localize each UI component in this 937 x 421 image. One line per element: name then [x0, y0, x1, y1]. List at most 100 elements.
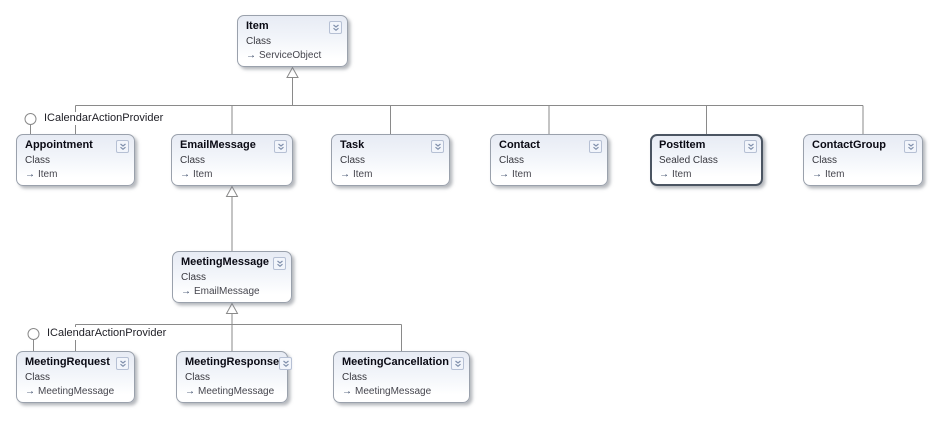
base-class-row: →MeetingMessage: [342, 385, 464, 398]
collapse-button[interactable]: [451, 357, 464, 370]
class-node-task[interactable]: Task Class →Item: [331, 134, 450, 186]
double-chevron-down-icon: [119, 143, 126, 150]
inherits-arrow-icon: →: [185, 386, 195, 397]
double-chevron-down-icon: [277, 143, 284, 150]
inherits-arrow-icon: →: [659, 169, 669, 180]
inherits-arrow-icon: →: [340, 169, 350, 180]
collapse-button[interactable]: [904, 140, 917, 153]
collapse-button[interactable]: [274, 140, 287, 153]
double-chevron-down-icon: [907, 143, 914, 150]
double-chevron-down-icon: [119, 360, 126, 367]
node-header: PostItem: [659, 139, 757, 153]
base-class-name: ServiceObject: [259, 50, 322, 61]
class-name: PostItem: [659, 139, 706, 151]
double-chevron-down-icon: [454, 360, 461, 367]
class-node-emailmessage[interactable]: EmailMessage Class →Item: [171, 134, 293, 186]
inheritance-triangle-emailmessage: [225, 185, 239, 197]
collapse-button[interactable]: [744, 140, 757, 153]
node-header: Appointment: [25, 139, 129, 153]
inherits-arrow-icon: →: [342, 386, 352, 397]
class-kind: Class: [25, 155, 51, 166]
base-class-row: →Item: [812, 168, 917, 181]
base-class-name: Item: [672, 169, 692, 180]
class-name: Item: [246, 20, 269, 32]
collapse-button[interactable]: [589, 140, 602, 153]
double-chevron-down-icon: [592, 143, 599, 150]
base-class-row: →Item: [659, 168, 757, 181]
class-name: ContactGroup: [812, 139, 886, 151]
collapse-button[interactable]: [116, 357, 129, 370]
class-kind: Class: [180, 155, 206, 166]
collapse-button[interactable]: [329, 21, 342, 34]
class-kind: Class: [25, 372, 51, 383]
inherits-arrow-icon: →: [812, 169, 822, 180]
inherits-arrow-icon: →: [181, 286, 191, 297]
node-header: ContactGroup: [812, 139, 917, 153]
collapse-button[interactable]: [273, 257, 286, 270]
class-kind: Sealed Class: [659, 155, 718, 166]
base-class-name: Item: [193, 169, 213, 180]
inherits-arrow-icon: →: [25, 169, 35, 180]
class-node-postitem[interactable]: PostItem Sealed Class →Item: [650, 134, 763, 186]
class-kind: Class: [812, 155, 838, 166]
base-class-name: MeetingMessage: [198, 386, 275, 397]
interface-label: ICalendarActionProvider: [42, 112, 166, 125]
base-class-row: →Item: [180, 168, 287, 181]
base-class-row: →MeetingMessage: [25, 385, 129, 398]
class-kind: Class: [185, 372, 211, 383]
double-chevron-down-icon: [747, 143, 754, 150]
lollipop-icon: [27, 328, 40, 340]
lollipop-icon: [24, 113, 37, 125]
collapse-button[interactable]: [116, 140, 129, 153]
class-kind: Class: [340, 155, 366, 166]
node-header: Contact: [499, 139, 602, 153]
node-header: MeetingRequest: [25, 356, 129, 370]
class-node-meetingcancellation[interactable]: MeetingCancellation Class →MeetingMessag…: [333, 351, 470, 403]
inheritance-triangle-item: [286, 66, 299, 78]
base-class-row: →MeetingMessage: [185, 385, 282, 398]
base-class-name: Item: [512, 169, 532, 180]
collapse-button[interactable]: [431, 140, 444, 153]
class-name: Appointment: [25, 139, 93, 151]
inherits-arrow-icon: →: [499, 169, 509, 180]
base-class-row: →Item: [25, 168, 129, 181]
inheritance-triangle-meetingmessage: [225, 302, 239, 314]
class-kind: Class: [181, 272, 207, 283]
class-node-contact[interactable]: Contact Class →Item: [490, 134, 608, 186]
inherits-arrow-icon: →: [25, 386, 35, 397]
class-node-contactgroup[interactable]: ContactGroup Class →Item: [803, 134, 923, 186]
node-header: MeetingCancellation: [342, 356, 464, 370]
class-name: EmailMessage: [180, 139, 256, 151]
double-chevron-down-icon: [332, 24, 339, 31]
class-kind: Class: [499, 155, 525, 166]
class-name: MeetingResponse: [185, 356, 280, 368]
class-name: Contact: [499, 139, 540, 151]
class-name: Task: [340, 139, 365, 151]
base-class-row: →ServiceObject: [246, 49, 342, 62]
class-node-meetingmessage[interactable]: MeetingMessage Class →EmailMessage: [172, 251, 292, 303]
double-chevron-down-icon: [282, 360, 289, 367]
collapse-button[interactable]: [279, 357, 293, 370]
class-name: MeetingCancellation: [342, 356, 449, 368]
class-name: MeetingRequest: [25, 356, 110, 368]
class-name: MeetingMessage: [181, 256, 270, 268]
class-node-appointment[interactable]: Appointment Class →Item: [16, 134, 135, 186]
class-node-meetingrequest[interactable]: MeetingRequest Class →MeetingMessage: [16, 351, 135, 403]
base-class-name: Item: [353, 169, 373, 180]
node-header: Task: [340, 139, 444, 153]
class-kind: Class: [342, 372, 368, 383]
base-class-name: MeetingMessage: [355, 386, 432, 397]
node-header: EmailMessage: [180, 139, 287, 153]
base-class-name: Item: [38, 169, 58, 180]
class-kind: Class: [246, 36, 272, 47]
base-class-row: →Item: [340, 168, 444, 181]
double-chevron-down-icon: [276, 260, 283, 267]
interface-label: ICalendarActionProvider: [45, 327, 169, 340]
class-node-item[interactable]: Item Class →ServiceObject: [237, 15, 348, 67]
class-node-meetingresponse[interactable]: MeetingResponse Class →MeetingMessage: [176, 351, 293, 403]
node-header: MeetingMessage: [181, 256, 286, 270]
double-chevron-down-icon: [434, 143, 441, 150]
base-class-name: Item: [825, 169, 845, 180]
